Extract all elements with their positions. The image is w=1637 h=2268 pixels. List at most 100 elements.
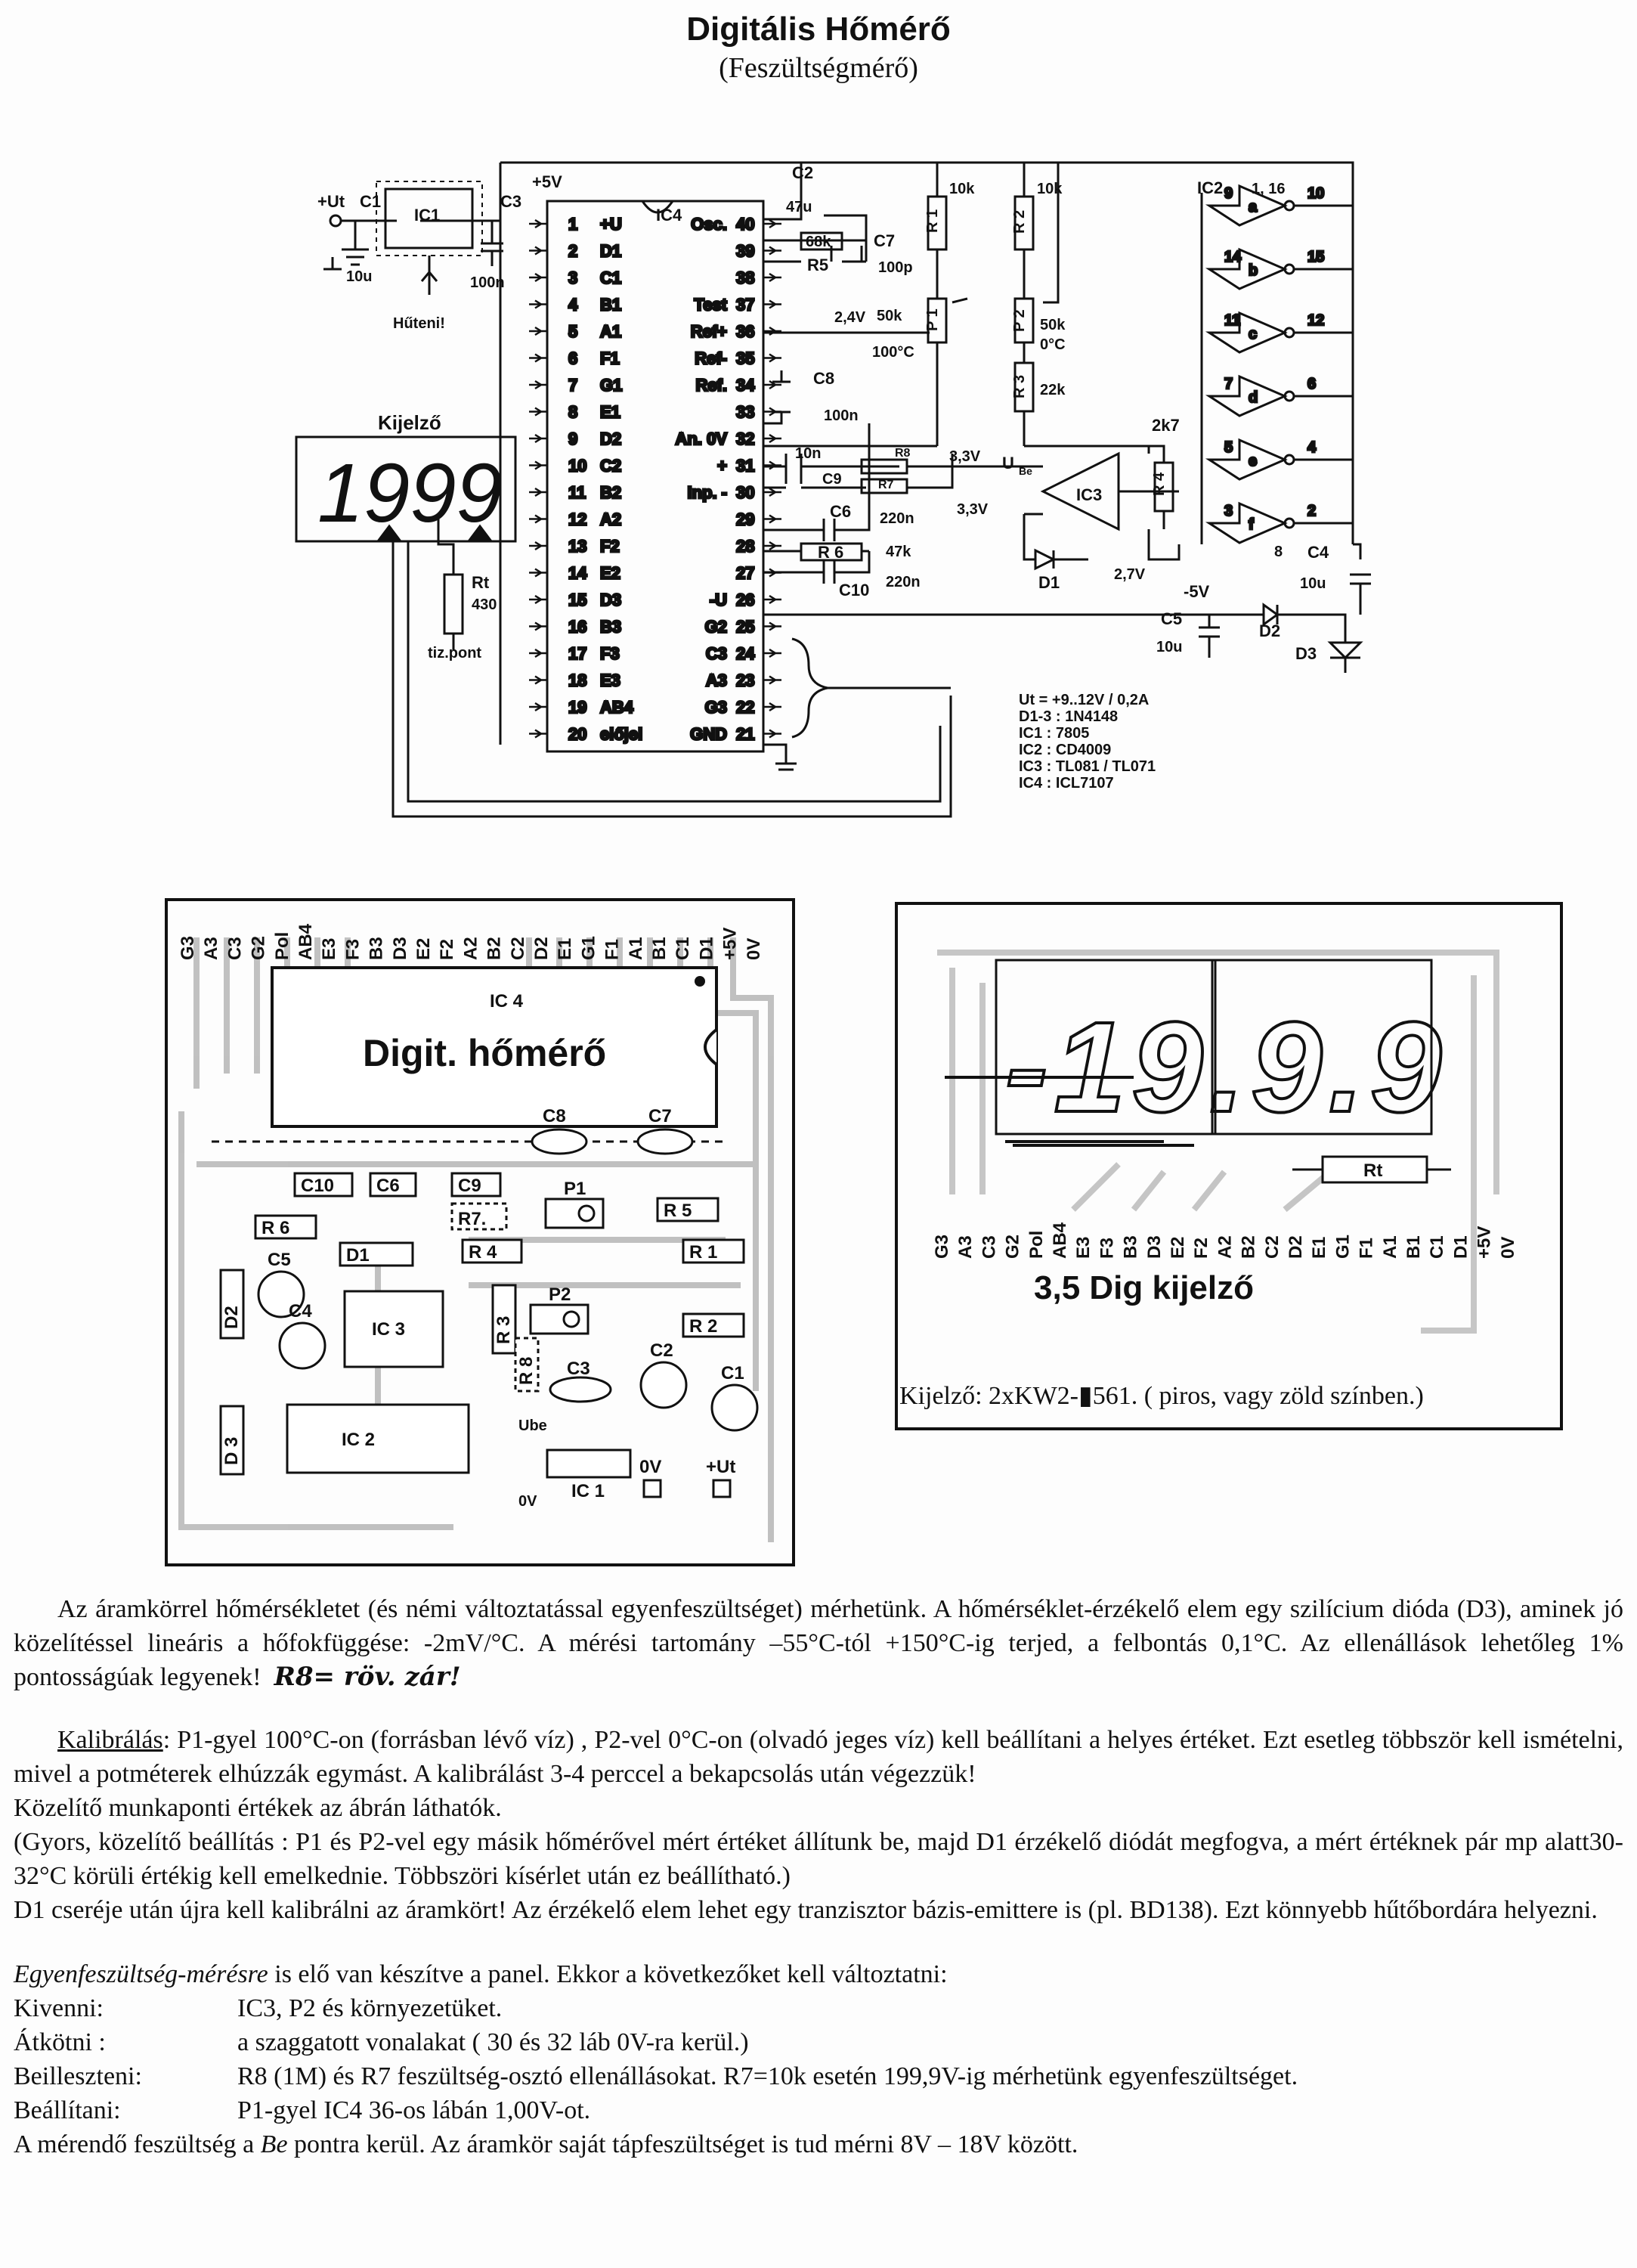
inverter-input-pin: 11 <box>1224 312 1240 329</box>
ic4-pin-label: A3 <box>706 671 727 690</box>
ube-sub-label: Be <box>1019 465 1032 477</box>
ic4-pin-label: An. 0V <box>676 429 728 448</box>
modification-row: Átkötni :a szaggatott vonalakat ( 30 és … <box>14 2025 1623 2059</box>
ic4-pin-number: 37 <box>736 296 754 314</box>
ic4-pin-label: D3 <box>600 590 621 609</box>
ic4-pin-number: 16 <box>568 618 586 637</box>
pcb-pin-label: C3 <box>224 937 245 960</box>
huteni-label: Hűteni! <box>393 315 445 332</box>
inverter-output-pin: 2 <box>1307 503 1316 519</box>
ic4-pin-label: E2 <box>600 564 620 583</box>
ic3-label: IC 3 <box>372 1319 405 1340</box>
d1-label: D1 <box>346 1245 370 1266</box>
display-pin-label: Pol <box>1026 1231 1047 1259</box>
r3-label: R 3 <box>494 1316 514 1344</box>
ic4-pin-label: G2 <box>705 618 727 637</box>
p1-label: P 1 <box>924 308 941 331</box>
modification-row: Beállítani:P1-gyel IC4 36-os lábán 1,00V… <box>14 2093 1623 2127</box>
plus-5v-label: +5V <box>532 172 562 191</box>
display-pin-label: AB4 <box>1050 1222 1070 1259</box>
dc-voltage-text: is elő van készítve a panel. Ekkor a köv… <box>268 1960 948 1988</box>
p1-voltage: 2,4V <box>834 309 866 326</box>
display-pin-label: C1 <box>1427 1235 1447 1259</box>
rt-label: Rt <box>472 573 490 592</box>
r5-value: 68k <box>806 234 831 250</box>
ic4-pin-label: Inp. - <box>687 483 727 502</box>
pcb-pin-label: A1 <box>626 937 646 960</box>
p2-label: P2 <box>549 1284 571 1305</box>
inverter-gate-label: f <box>1249 516 1254 533</box>
r6-label: R 6 <box>261 1218 289 1238</box>
modification-detail: a szaggatott vonalakat ( 30 és 32 láb 0V… <box>237 2028 749 2056</box>
r6-label: R 6 <box>818 543 843 562</box>
ic2-footprint <box>286 1403 470 1474</box>
measure-note: A mérendő feszültség a Be pontra kerül. … <box>14 2127 1623 2161</box>
r8-label: R8 <box>895 447 911 460</box>
ic4-label: IC4 <box>656 206 682 225</box>
d2-label: D2 <box>221 1306 242 1329</box>
c2-label: C2 <box>650 1340 673 1361</box>
ic4-pin-label: Osc. <box>691 215 727 234</box>
c4-label: C4 <box>1307 543 1329 562</box>
c3-pad <box>549 1376 612 1403</box>
ic4-pin-label: F1 <box>600 349 620 368</box>
ic4-pin-label: GND <box>690 725 727 744</box>
ic4-pin-number: 18 <box>568 671 586 690</box>
r1-label: R 1 <box>924 209 941 233</box>
ic4-pin-label: F2 <box>600 537 620 556</box>
c3-label: C3 <box>500 192 521 211</box>
display-pin-label: G2 <box>1003 1235 1023 1259</box>
page-title: Digitális Hőmérő <box>686 11 951 48</box>
r2-value: 10k <box>1037 181 1063 197</box>
ic4-pin-label: B2 <box>600 483 621 502</box>
modification-action: Beállítani: <box>14 2096 121 2124</box>
ic4-pin-label: E3 <box>600 671 620 690</box>
d2-footprint <box>219 1269 245 1340</box>
ic4-pin-number: 34 <box>736 376 755 395</box>
parts-list-item: D1-3 : 1N4148 <box>1019 708 1118 725</box>
r3-value: 22k <box>1040 382 1066 398</box>
r4-label: R 4 <box>1151 472 1168 496</box>
ic4-pin-number: 32 <box>736 429 754 448</box>
p2-value: 50k <box>1040 317 1066 333</box>
ic4-pin-number: 19 <box>568 698 586 717</box>
ic4-pin-label: Ref+ <box>691 322 727 341</box>
ic4-pin-number: 40 <box>736 215 754 234</box>
c7-label: C7 <box>874 231 895 250</box>
ic4-pin-number: 29 <box>736 510 754 529</box>
c6-label: C6 <box>830 502 851 521</box>
pcb-pin-label: D3 <box>390 937 410 960</box>
zero-v-label: 0V <box>639 1457 661 1477</box>
c5-label: C5 <box>1161 609 1182 628</box>
pcb-pin-label: D1 <box>696 937 716 960</box>
ube-label: Ube <box>518 1418 547 1434</box>
r6-value: 47k <box>886 544 911 560</box>
r6-footprint <box>254 1214 317 1240</box>
c8-value: 100n <box>824 407 859 424</box>
pcb-pin-label: E3 <box>319 938 339 960</box>
r4-value: 2k7 <box>1152 416 1180 435</box>
ic4-pin-label: AB4 <box>600 698 634 717</box>
display-pin-label: E2 <box>1168 1237 1188 1259</box>
inverter-gate-label: b <box>1249 262 1258 279</box>
ic4-pin-number: 24 <box>736 644 755 663</box>
c2-capacitor <box>639 1361 688 1409</box>
display-pin-label: G1 <box>1332 1235 1353 1259</box>
d1-footprint <box>339 1241 414 1267</box>
ic4-pin-label: +U <box>600 215 622 234</box>
plus-ut-label: +Ut <box>317 192 345 211</box>
pcb-pin-label: C2 <box>508 937 528 960</box>
c10-label: C10 <box>301 1176 334 1196</box>
c4-value: 10u <box>1300 575 1326 592</box>
r2-label: R 2 <box>1011 210 1028 234</box>
r1-value: 10k <box>949 181 975 197</box>
ic4-pin-label: E1 <box>600 403 620 422</box>
ic1-label: IC 1 <box>571 1481 605 1501</box>
ic4-pin-number: 17 <box>568 644 586 663</box>
c2-label: C2 <box>792 163 813 182</box>
ten-n-label: 10n <box>795 445 821 462</box>
c1-value: 10u <box>346 268 372 285</box>
ic4-pin-number: 15 <box>568 590 586 609</box>
ic4-pin-number: 13 <box>568 537 586 556</box>
